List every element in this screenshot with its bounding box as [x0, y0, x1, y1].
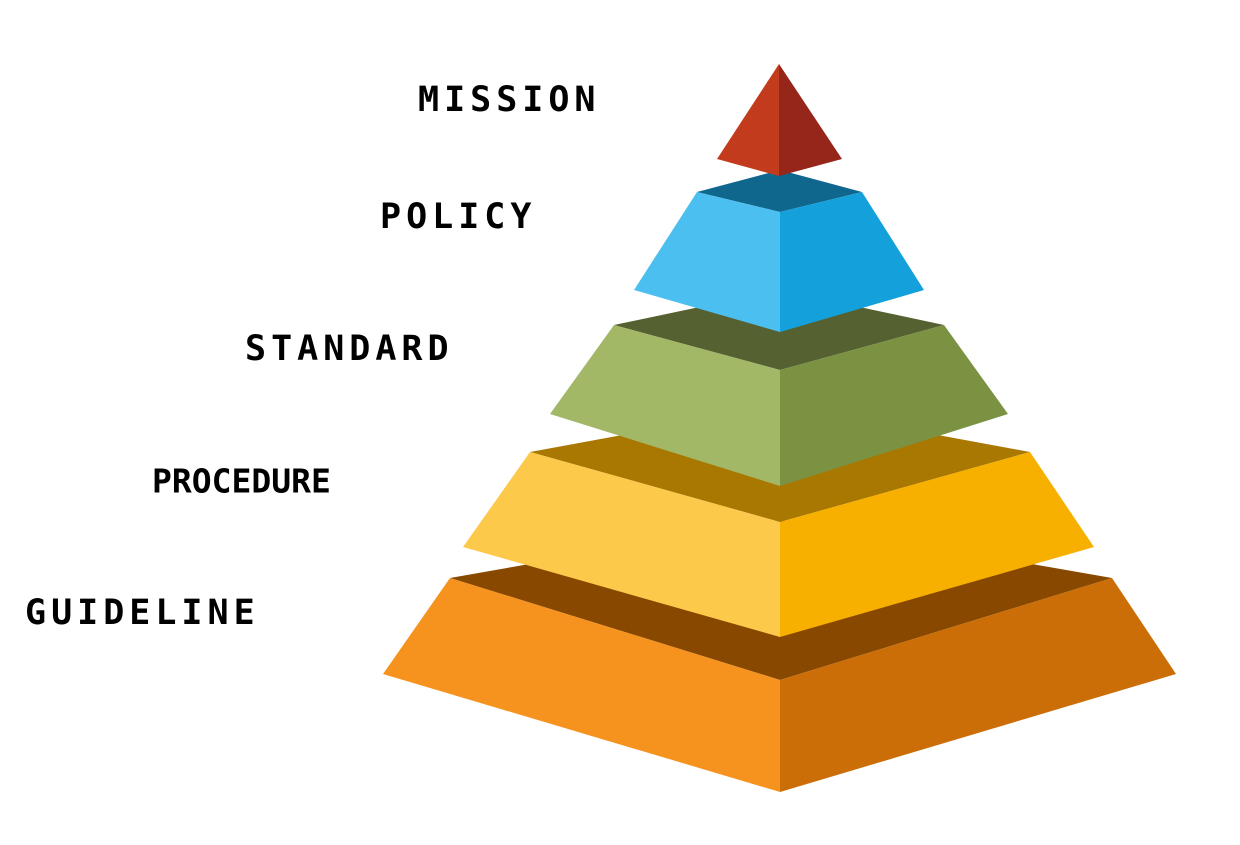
- tier-policy-right-face: [780, 192, 924, 332]
- tier-mission: [717, 64, 842, 176]
- tier-policy-left-face: [634, 192, 780, 332]
- tier-procedure-left-face: [463, 452, 780, 637]
- tier-mission-right-face: [779, 64, 842, 176]
- label-procedure: PROCEDURE: [152, 462, 331, 501]
- label-policy: POLICY: [380, 197, 536, 237]
- tier-guideline-left-face: [383, 578, 780, 792]
- tier-policy: [634, 170, 924, 332]
- tier-standard-left-face: [550, 325, 780, 486]
- label-guideline: GUIDELINE: [25, 593, 260, 633]
- tier-guideline-right-face: [780, 578, 1176, 792]
- label-standard: STANDARD: [245, 329, 454, 369]
- tier-mission-left-face: [717, 64, 779, 176]
- tier-procedure-right-face: [780, 452, 1094, 637]
- tier-policy-top-face: [697, 170, 862, 212]
- tier-standard-right-face: [780, 325, 1008, 486]
- label-mission: MISSION: [418, 80, 601, 120]
